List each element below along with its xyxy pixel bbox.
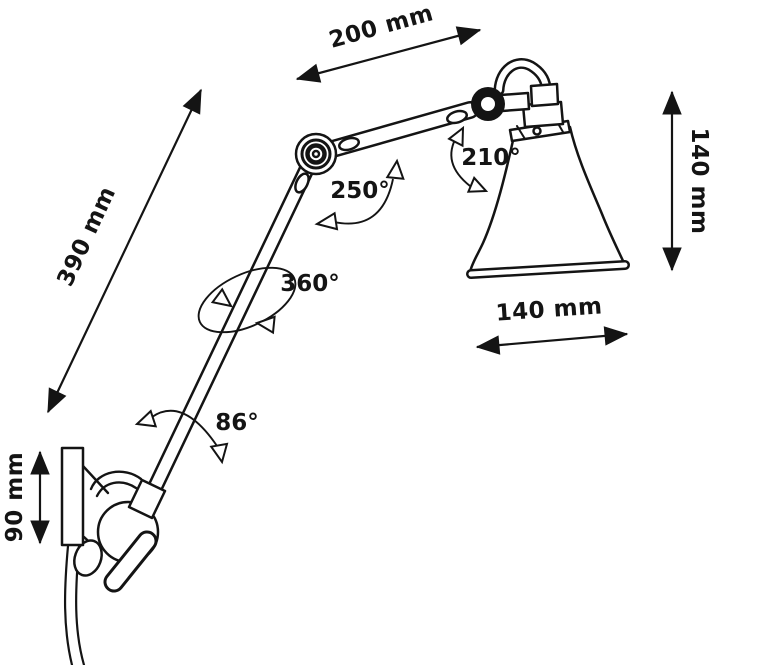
arrowhead <box>475 335 501 355</box>
dimension-annotations: 200 mm 390 mm 140 mm 140 mm 90 mm <box>2 0 712 545</box>
dim-390mm: 390 mm <box>47 88 202 414</box>
tension-knob <box>103 530 158 593</box>
angle-86: 86° <box>134 409 259 465</box>
lamp-illustration <box>60 58 630 665</box>
dim-90mm-label: 90 mm <box>2 452 28 542</box>
rotation-arrowhead <box>314 211 339 231</box>
bracket-hook-inner <box>95 481 138 498</box>
arrowhead <box>455 26 482 46</box>
dim-140mm-height-label: 140 mm <box>686 128 712 235</box>
rotation-arrowhead <box>254 315 276 335</box>
upper-arm <box>313 101 479 161</box>
arrowhead <box>30 450 50 475</box>
dim-200mm: 200 mm <box>295 0 482 83</box>
angle-86-label: 86° <box>215 410 259 436</box>
arrowhead <box>182 88 202 115</box>
upper-arm-slot-head <box>446 109 468 125</box>
dim-90mm: 90 mm <box>2 450 50 545</box>
gooseneck-tube <box>493 58 552 96</box>
dim-140mm-width-label: 140 mm <box>495 293 604 326</box>
dim-140mm-width: 140 mm <box>475 293 629 355</box>
head-joint-ring <box>471 87 505 121</box>
arm-clamp <box>127 478 167 520</box>
dim-140mm-height: 140 mm <box>662 90 712 272</box>
rotation-arrowhead <box>134 409 158 428</box>
rotation-arrowhead <box>466 176 489 193</box>
rotation-arrowhead <box>385 158 405 180</box>
upper-arm-slot-elbow <box>338 136 360 152</box>
lamp-head <box>471 58 565 129</box>
arrowhead <box>662 90 682 115</box>
lower-arm <box>142 150 320 506</box>
elbow-bolt <box>311 149 321 159</box>
angle-210-label: 210° <box>461 145 521 171</box>
wall-mount-base <box>60 446 167 593</box>
angle-250-label: 250° <box>330 178 390 204</box>
elbow-joint <box>294 132 338 176</box>
angle-250: 250° <box>314 158 405 231</box>
rotation-arrowhead <box>209 442 229 465</box>
band-screw <box>532 126 542 136</box>
lamp-shade <box>466 119 630 279</box>
arrowhead <box>603 326 629 346</box>
dim-390mm-label: 390 mm <box>53 182 122 290</box>
socket-neck <box>529 82 560 108</box>
rotation-arrowhead <box>447 125 465 148</box>
bracket-hook-outer <box>89 470 143 491</box>
angle-annotations: 250° 210° 360° 86° <box>134 125 521 465</box>
wall-plate <box>60 446 85 547</box>
arrowhead <box>30 520 50 545</box>
arrowhead <box>662 247 682 272</box>
arrowhead <box>47 387 67 414</box>
lower-arm-slot <box>294 172 310 194</box>
arrowhead <box>295 63 322 83</box>
rotation-arrowhead <box>210 287 233 308</box>
angle-360-label: 360° <box>280 271 340 297</box>
shade-rim <box>466 260 630 279</box>
angle-360: 360° <box>197 266 340 335</box>
angle-210: 210° <box>447 125 521 193</box>
bracket-lobe <box>73 539 103 577</box>
